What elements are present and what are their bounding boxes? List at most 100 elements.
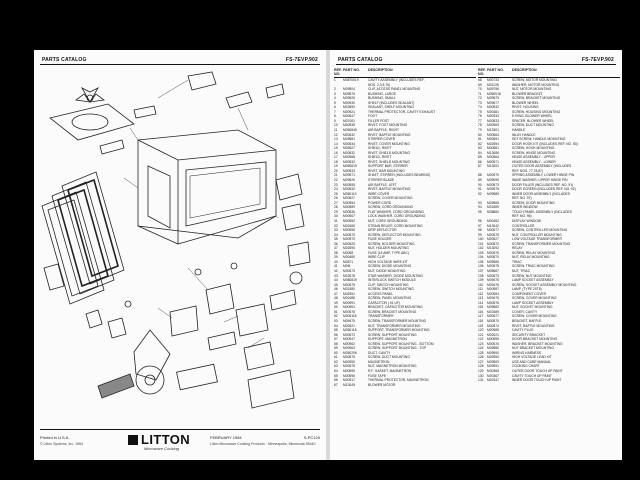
part-no: M09575	[487, 187, 499, 192]
description: BLOWER WHEEL	[512, 100, 539, 105]
ref-no: 70	[478, 87, 482, 92]
ref-no: 34	[334, 232, 338, 237]
description: RIVET, COVER MOUNTING	[368, 141, 410, 146]
description: SHIELD, RIVET	[368, 155, 392, 160]
part-no: M00573	[487, 273, 499, 278]
part-no: M00365	[487, 369, 499, 373]
ref-no: 92	[478, 191, 482, 196]
part-no: M00452	[487, 218, 499, 223]
part-no: M00573	[343, 268, 355, 273]
part-no: M09527	[343, 146, 355, 151]
part-no: M13049	[343, 382, 355, 387]
description: SCREW, TRIAC MOUNTING	[512, 264, 555, 269]
ref-no: 127	[478, 359, 484, 364]
description: FILLER POST	[368, 118, 390, 123]
ref-no: 99	[478, 232, 482, 237]
part-no: M02890	[343, 105, 355, 110]
description: SHAFT, STIRRER (INCLUDES BEARING)	[368, 173, 431, 178]
footer-rule	[40, 429, 320, 430]
ref-no: 17	[334, 155, 338, 160]
ref-no: 100	[478, 237, 484, 242]
ref-no: 81	[478, 137, 482, 142]
description: AIR BAFFLE, RIGHT	[368, 128, 399, 133]
ref-no: 77	[478, 118, 482, 123]
description: MAGNETRON	[368, 359, 390, 364]
part-no: M05587	[487, 268, 499, 273]
part-no: M02590	[343, 246, 355, 251]
part-no: M00963	[343, 346, 355, 351]
description: FUSE TAPE	[368, 373, 387, 378]
ref-no: 2	[334, 87, 336, 92]
description: FUSE (15 AMP, TYPE ABC)	[368, 250, 409, 255]
ref-no: 79	[478, 128, 482, 133]
ref-no: 12	[334, 132, 338, 137]
ref-no: 108	[478, 273, 484, 278]
ref-no: 50	[334, 305, 338, 310]
part-no: M00572	[343, 332, 355, 337]
description: NUT, SOCKET MOUNTING	[512, 305, 553, 310]
description: FLAT WASHER, CORD GROUNDING	[368, 209, 424, 214]
description: R.F. GASKET, MAGNETRON	[368, 369, 412, 373]
ref-no: 85	[478, 155, 482, 160]
description: DUCT, CAVITY	[368, 350, 391, 355]
ref-no: 55	[334, 328, 338, 333]
part-no: M09350	[487, 355, 499, 360]
part-no: M050845	[343, 128, 357, 133]
table-row: REF. NOS. 77,78,87)	[478, 169, 620, 174]
part-no: M00333	[487, 114, 499, 119]
description: OUTER DOOR TOUCH UP PAINT	[512, 369, 563, 373]
description: WIRE CLIP	[368, 255, 385, 260]
ref-no: 3	[334, 91, 336, 96]
part-no: M09509	[487, 359, 499, 364]
part-no: M09585	[487, 191, 499, 196]
part-no: M050018	[487, 91, 501, 96]
description: NUT, DIODE MOUNTING	[368, 268, 406, 273]
part-no: M00576	[487, 300, 499, 305]
part-no: M02951	[343, 291, 355, 296]
description: SPRING ASSEMBLY, LOWER HINGE PIN	[512, 173, 575, 178]
part-no: M050206	[343, 350, 357, 355]
part-no: M00596	[343, 373, 355, 378]
part-no: M00533	[487, 118, 499, 123]
description: HINGE ASSEMBLY - LOWER	[512, 159, 556, 164]
part-no: M13301	[487, 128, 499, 133]
part-no: M09571	[343, 173, 355, 178]
ref-no: 42	[334, 268, 338, 273]
ref-no: 110	[478, 282, 484, 287]
ref-no: 94	[478, 205, 482, 210]
description: LAMP, (TYPE 20T8)	[512, 287, 542, 292]
description: CAVITY TOUCH UP PAINT	[512, 373, 552, 378]
description: RIVET, BAFFLE MOUNTING	[368, 187, 411, 192]
ref-no: 88	[478, 173, 482, 178]
ref-no: 6	[334, 105, 336, 110]
description: DOOR BRACKET MOUNTING	[512, 337, 558, 342]
part-no: M00534	[343, 141, 355, 146]
ref-no: 16	[334, 150, 338, 155]
ref-no: 29	[334, 209, 338, 214]
part-no: M08860	[487, 209, 499, 214]
ref-no: 97	[478, 223, 482, 228]
description: WIRE COVER	[368, 191, 390, 196]
description: REF. NO. 96)	[512, 214, 532, 219]
